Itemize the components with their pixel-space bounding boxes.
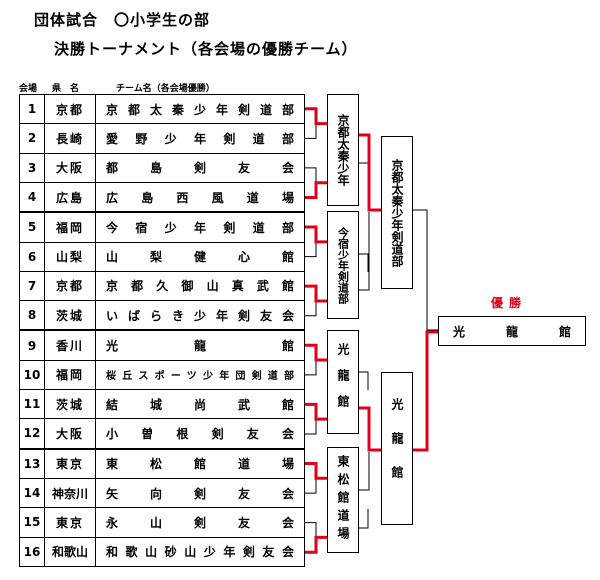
bracket-line-r1-lose [305,241,317,258]
bracket-line-r2-win [357,133,381,212]
round2-team-3: 光龍館 [336,343,350,421]
team-cell: 京都久御山真武館 [95,270,305,302]
venue-number: 13 [19,448,45,479]
bracket-line-r1-lose [305,167,317,183]
bracket-line-r2-lose [357,509,369,529]
bracket-line-r1-win [305,181,327,199]
team-cell: 結城尚武館 [95,389,305,420]
column-header-pref: 県 名 [52,84,80,94]
venue-number: 7 [19,270,45,302]
bracket-line-r1-win [305,107,327,126]
team-cell: 和歌山砂山少年剣友会 [95,536,305,568]
venue-number: 10 [19,359,45,391]
round2-box-3: 光龍館 [327,330,359,434]
page-subtitle: 決勝トーナメント（各会場の優勝チーム） [54,40,358,58]
round2-team-4: 東松館道場 [336,455,350,545]
team-cell: 都島剣友会 [95,152,305,183]
column-header-venue: 会場 [19,84,38,94]
bracket-line-r2-lose [357,371,369,390]
venue-number: 4 [19,181,45,214]
venue-number: 5 [19,211,45,243]
bracket-line-semi-lose [411,209,438,331]
round2-team-1: 京都太秦少年 [336,114,350,186]
prefecture-cell: 茨城 [44,300,96,332]
bracket-line-r2-win [357,406,381,452]
prefecture-cell: 大阪 [44,152,96,183]
page-title: 団体試合 〇小学生の部 [34,11,211,29]
bracket-line-r1-lose [305,522,317,538]
team-cell: 矢向剣友会 [95,477,305,509]
semi-box-2: 光龍館 [381,372,413,525]
team-cell: 京都太秦少年剣道部 [95,93,305,125]
bracket-line-r1-win [305,343,327,362]
team-cell: 山梨健心館 [95,241,305,272]
team-cell: 小曽根剣友会 [95,418,305,450]
bracket-line-r2-lose [357,212,370,291]
bracket-line-r2-lose [357,452,370,491]
prefecture-cell: 山梨 [44,241,96,272]
bracket-line-r1-lose [305,419,317,435]
bracket-line-r1-win [305,225,327,244]
venue-number: 16 [19,536,45,568]
bracket-line-r1-lose [305,478,317,494]
bracket-line-r1-win [305,284,327,303]
team-cell: 広島西風道場 [95,181,305,214]
venue-number: 14 [19,477,45,509]
bracket-line-r1-win [305,462,327,480]
column-header-team: チーム名（各会場優勝） [116,84,215,94]
prefecture-cell: 神奈川 [44,477,96,509]
venue-number: 8 [19,300,45,332]
round2-box-1: 京都太秦少年 [327,94,359,206]
prefecture-cell: 和歌山 [44,536,96,568]
semi-team-2: 光龍館 [390,397,404,500]
prefecture-cell: 香川 [44,329,96,361]
prefecture-cell: 京都 [44,93,96,125]
bracket-line-r1-lose [305,360,317,376]
bracket-line-semi-win [411,330,438,452]
venue-number: 3 [19,152,45,183]
team-cell: いばらき少年剣友会 [95,300,305,332]
team-cell: 今宿少年剣道部 [95,211,305,243]
prefecture-cell: 大阪 [44,418,96,450]
bracket-line-r1-lose [305,300,317,317]
bracket-line-r1-win [305,535,327,554]
bracket-line-r2-lose [357,253,369,272]
team-cell: 桜丘スポーツ少年団剣道部 [95,359,305,391]
round2-box-4: 東松館道場 [327,447,359,553]
round2-box-2: 今宿少年剣道部 [327,211,359,319]
bracket-line-r1-win [305,402,327,421]
round2-team-2: 今宿少年剣道部 [336,226,350,304]
venue-number: 11 [19,389,45,420]
champion-label: 優勝 [491,296,528,310]
team-cell: 光龍館 [95,329,305,361]
prefecture-cell: 福岡 [44,359,96,391]
champion-team: 光龍館 [453,324,571,339]
bracket-line-r1-lose [305,123,317,139]
champion-box: 光龍館 [438,316,586,346]
semi-box-1: 京都太秦少年剣道部 [381,136,413,289]
semi-team-1: 京都太秦少年剣道部 [390,158,404,267]
prefecture-cell: 広島 [44,181,96,214]
prefecture-cell: 福岡 [44,211,96,243]
